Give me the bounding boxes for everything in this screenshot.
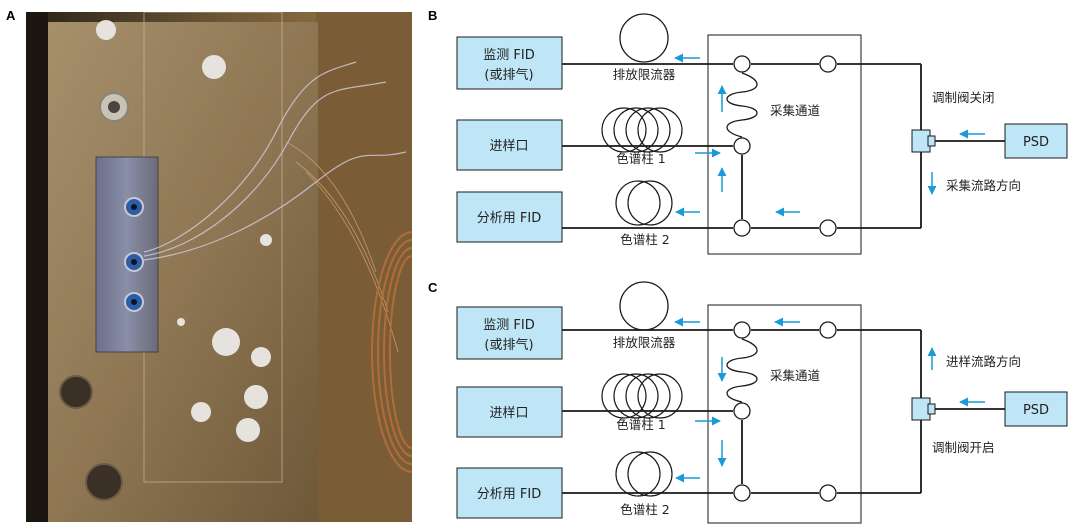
device-photo — [26, 12, 412, 522]
restrictor-label: 排放限流器 — [613, 335, 676, 350]
analysis-fid-box — [456, 467, 563, 519]
monitor-fid-box — [456, 36, 563, 90]
restrictor-symbol — [619, 281, 669, 331]
analysis-fid-label: 分析用 FID — [477, 487, 541, 502]
column2-label: 色谱柱 2 — [620, 502, 669, 517]
modulation-valve-symbol — [911, 397, 936, 421]
inlet-label: 进样口 — [489, 139, 528, 154]
collection-channel-label: 采集通道 — [770, 368, 821, 383]
collection-channel-label: 采集通道 — [770, 103, 821, 118]
inlet-box — [456, 119, 563, 171]
psd-label: PSD — [1023, 135, 1049, 150]
psd-box — [1004, 391, 1068, 427]
column1-label: 色谱柱 1 — [616, 417, 665, 432]
valve-ports — [733, 321, 837, 502]
panel-label-a: A — [6, 8, 16, 23]
panel-label-b: B — [428, 8, 437, 23]
analysis-fid-box — [456, 191, 563, 243]
monitor-fid-box — [456, 306, 563, 360]
psd-box — [1004, 123, 1068, 159]
valve-state-label: 调制阀关闭 — [932, 90, 995, 105]
restrictor-symbol — [619, 13, 669, 63]
column2-label: 色谱柱 2 — [620, 232, 669, 247]
collection-channel-coil — [726, 338, 758, 403]
restrictor-label: 排放限流器 — [613, 67, 676, 82]
valve-state-label: 调制阀开启 — [932, 440, 995, 455]
psd-label: PSD — [1023, 403, 1049, 418]
monitor-fid-sublabel: (或排气) — [484, 67, 533, 83]
modulator-plate — [95, 156, 159, 353]
inlet-box — [456, 386, 563, 438]
flow-direction-label: 采集流路方向 — [946, 178, 1021, 193]
main-plate — [48, 22, 318, 522]
monitor-fid-label: 监测 FID — [483, 318, 534, 333]
panel-label-c: C — [428, 280, 438, 295]
column2-symbol — [615, 180, 673, 226]
monitor-fid-sublabel: (或排气) — [484, 337, 533, 353]
column1-symbol — [601, 107, 683, 153]
modulator-box — [707, 34, 862, 255]
valve-ports — [733, 55, 837, 237]
panel-c: 监测 FID (或排气) 进样口 分析用 FID 排放限流器 色谱柱 1 色谱柱… — [456, 281, 1068, 524]
panel-b: 监测 FID (或排气) 进样口 分析用 FID 排放限流器 色谱柱 1 色谱柱… — [456, 13, 1068, 255]
column1-label: 色谱柱 1 — [616, 151, 665, 166]
column1-symbol — [601, 373, 683, 419]
column2-symbol — [615, 451, 673, 497]
modulator-box — [707, 304, 862, 524]
flow-direction-label: 进样流路方向 — [946, 354, 1021, 369]
mounting-holes — [96, 20, 272, 442]
inlet-label: 进样口 — [489, 406, 528, 421]
analysis-fid-label: 分析用 FID — [477, 211, 541, 226]
collection-channel-coil — [726, 72, 758, 138]
modulation-valve-symbol — [911, 129, 936, 153]
monitor-fid-label: 监测 FID — [483, 48, 534, 63]
